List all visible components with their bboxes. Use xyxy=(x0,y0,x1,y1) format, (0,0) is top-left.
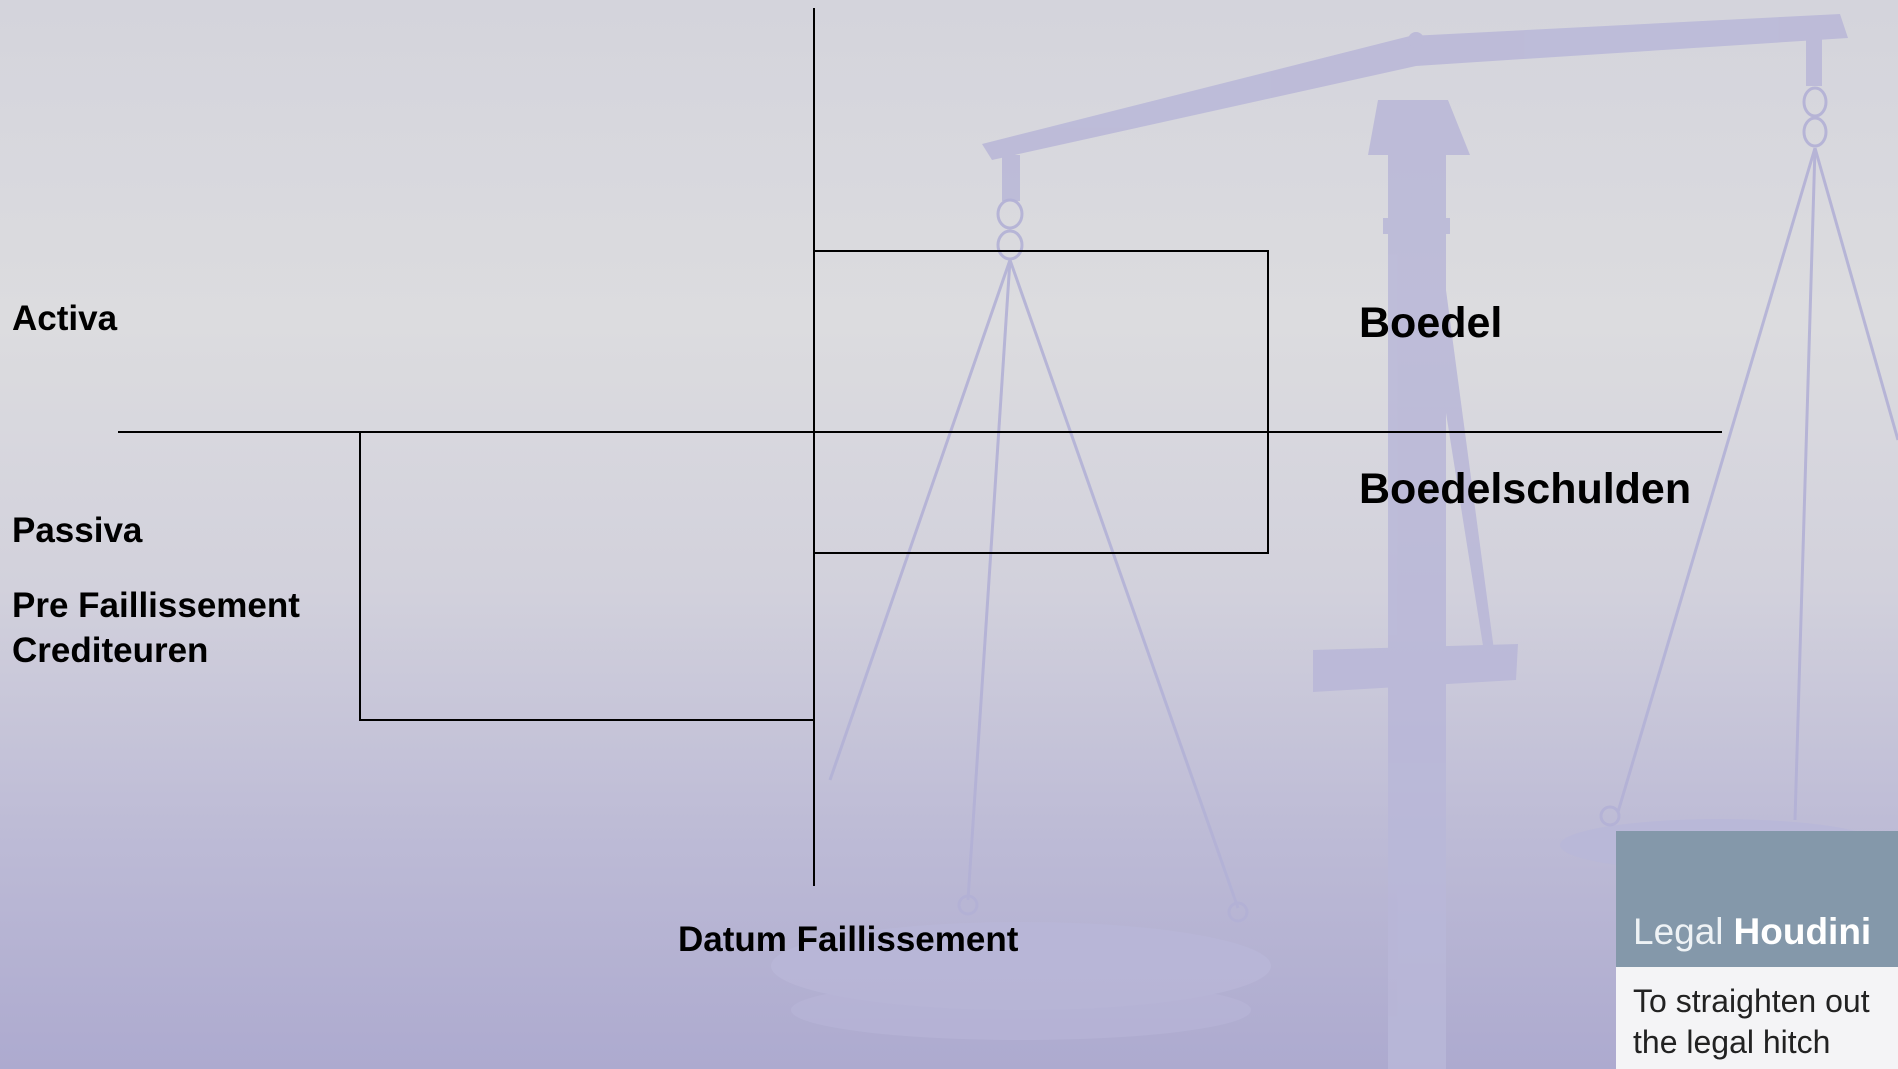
boedel-label: Boedel xyxy=(1359,299,1503,347)
logo-tagline-line1: To straighten out xyxy=(1633,983,1870,1019)
logo-tagline-line2: the legal hitch xyxy=(1633,1024,1831,1060)
passiva-label: Passiva xyxy=(12,511,143,550)
boedel-box xyxy=(813,250,1269,554)
boedelschulden-label: Boedelschulden xyxy=(1359,465,1692,513)
logo-brand-bar: Legal Houdini xyxy=(1616,831,1898,967)
legal-houdini-logo: Legal Houdini To straighten out the lega… xyxy=(1616,831,1898,1069)
pre-faillissement-line1: Pre Faillissement xyxy=(12,586,300,625)
pre-faillissement-line2: Crediteuren xyxy=(12,631,209,670)
logo-brand-word-legal: Legal xyxy=(1633,911,1724,952)
activa-label: Activa xyxy=(12,299,118,338)
pre-faillissement-box xyxy=(359,432,814,721)
pre-faillissement-crediteuren-label: Pre Faillissement Crediteuren xyxy=(12,583,300,673)
logo-tagline: To straighten out the legal hitch xyxy=(1616,967,1898,1069)
logo-brand-word-houdini: Houdini xyxy=(1733,911,1872,952)
datum-faillissement-label: Datum Faillissement xyxy=(678,920,1019,959)
